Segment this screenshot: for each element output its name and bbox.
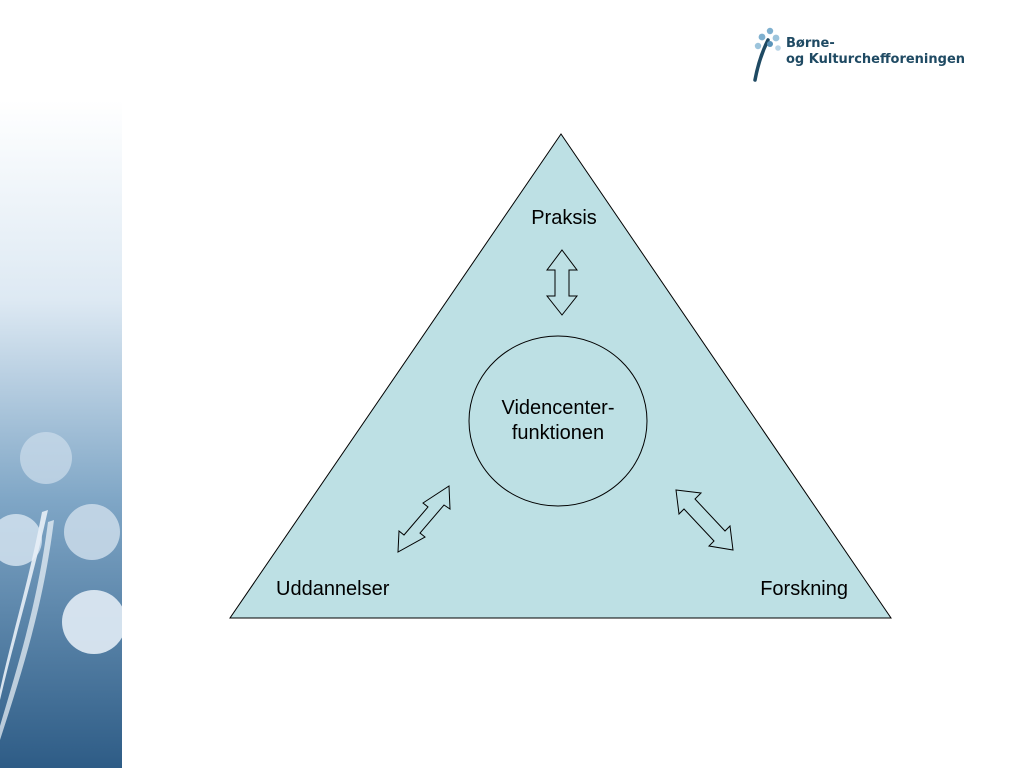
double-arrow-top bbox=[545, 249, 579, 316]
logo-dots-icon bbox=[753, 27, 781, 82]
band-circle bbox=[0, 514, 42, 566]
logo-text-line1: Børne- bbox=[786, 36, 835, 51]
center-label-line1: Videncenter- bbox=[501, 397, 615, 419]
double-arrow-right bbox=[675, 489, 734, 551]
center-label: Videncenter- funktionen bbox=[472, 396, 644, 446]
node-label-uddannelser: Uddannelser bbox=[276, 578, 390, 600]
decorative-side-band bbox=[0, 100, 122, 768]
center-label-line2: funktionen bbox=[511, 422, 605, 444]
band-circle bbox=[64, 504, 120, 560]
center-ellipse bbox=[468, 335, 648, 507]
node-label-praksis: Praksis bbox=[531, 207, 597, 229]
double-arrow-left bbox=[397, 485, 451, 553]
organization-logo: Børne- og Kulturchefforeningen bbox=[750, 26, 970, 82]
band-circle bbox=[20, 432, 72, 484]
band-swoosh bbox=[0, 510, 48, 700]
band-swoosh bbox=[0, 520, 54, 740]
logo-text-line2: og Kulturchefforeningen bbox=[786, 52, 966, 67]
node-label-forskning: Forskning bbox=[760, 578, 848, 600]
band-circle bbox=[62, 590, 122, 654]
